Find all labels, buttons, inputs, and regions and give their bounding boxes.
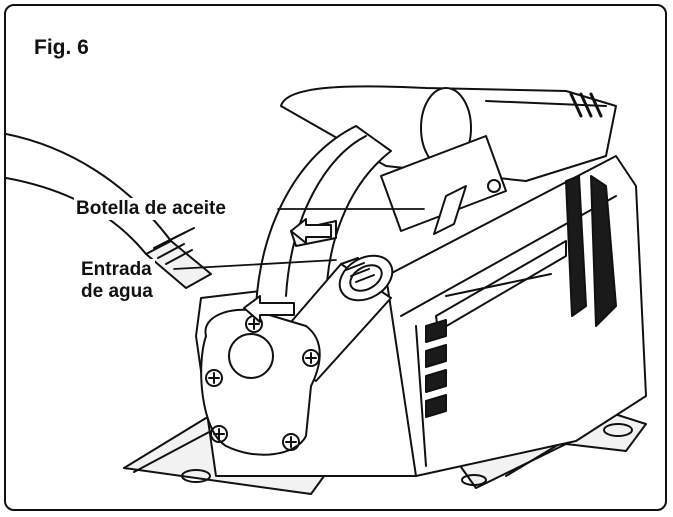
callout-oil-bottle: Botella de aceite [74,198,228,220]
flow-arrow-upper-icon [290,218,332,244]
figure-title: Fig. 6 [34,36,89,59]
leader-line-water-inlet [173,259,337,270]
callout-water-inlet-line2: de agua [81,281,153,302]
pump-head [200,308,321,456]
pump-illustration [6,85,647,495]
figure-frame: Fig. 6 Botella de aceite Entrada de agua [4,4,667,511]
callout-water-inlet: Entrada de agua [79,259,155,303]
water-hose [6,133,212,289]
callout-water-inlet-line1: Entrada [81,259,152,280]
flow-arrow-lower-icon [243,295,295,323]
